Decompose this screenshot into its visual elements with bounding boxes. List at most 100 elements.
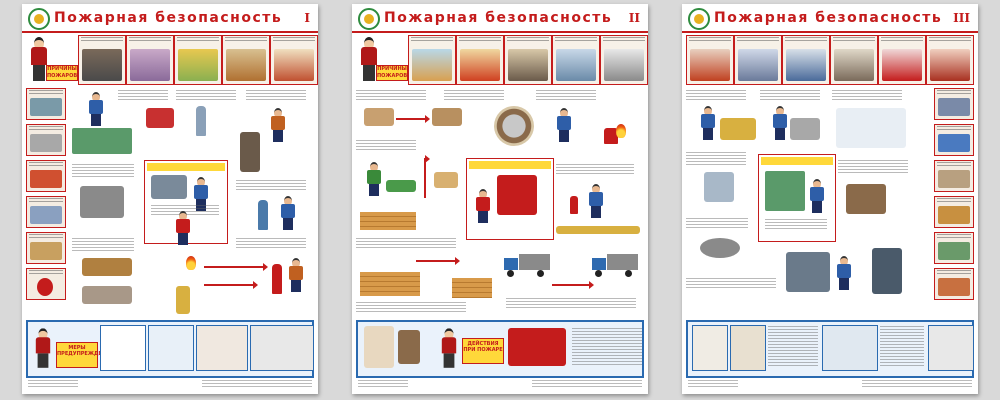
- manhole-illustration: [700, 238, 740, 258]
- text-block: [356, 90, 426, 100]
- poster-title: Пожарная безопасность: [54, 10, 283, 26]
- gas-cylinder-illustration: [258, 200, 268, 230]
- prevention-panel: МЕРЫ ПРЕДУПРЕЖДЕНИЯ: [26, 320, 314, 378]
- causes-row: ПРИЧИНЫ ПОЖАРОВ: [26, 35, 318, 85]
- poster-number: I: [304, 11, 310, 25]
- worker-illustration: [280, 196, 296, 230]
- text-block: [444, 90, 504, 100]
- cause-tile: [504, 35, 552, 85]
- machinery-illustration: [72, 128, 132, 154]
- extinguisher-icon: [570, 196, 578, 214]
- poster-3: Пожарная безопасность III: [682, 4, 978, 394]
- text-block: [246, 90, 306, 100]
- rule-icon: [26, 268, 66, 300]
- fireman-illustration: [33, 328, 53, 368]
- text-block: [356, 140, 416, 152]
- electrical-illustration: [846, 184, 886, 214]
- safety-tile: [822, 325, 878, 371]
- pipe-illustration: [556, 226, 640, 234]
- generator-illustration: [786, 252, 830, 292]
- cause-tile: [686, 35, 734, 85]
- oven-illustration: [80, 186, 124, 218]
- door-illustration: [364, 326, 394, 368]
- causes-sign: ПРИЧИНЫ ПОЖАРОВ: [46, 65, 78, 81]
- house-illustration: [434, 172, 458, 188]
- rule-icon: [934, 124, 974, 156]
- rule-icon: [26, 232, 66, 264]
- worker-illustration: [772, 106, 788, 140]
- distance-arrow: [552, 281, 594, 289]
- text-block: [686, 152, 746, 166]
- poster-2: Пожарная безопасность II ПРИЧИНЫ ПОЖАРОВ: [352, 4, 648, 394]
- highlight-box: [758, 154, 836, 242]
- flame-icon: [616, 124, 626, 138]
- cause-tile: [126, 35, 174, 85]
- safety-tile: [692, 325, 728, 371]
- cause-tile: [456, 35, 504, 85]
- emblem-icon: [28, 8, 50, 30]
- emblem-icon: [688, 8, 710, 30]
- highlight-box: [466, 158, 554, 240]
- poster-footer: [358, 378, 642, 390]
- cause-tile: [408, 35, 456, 85]
- truck-illustration: [592, 254, 638, 277]
- cause-tile: [878, 35, 926, 85]
- door-illustration: [398, 330, 420, 364]
- text-block: [236, 238, 306, 248]
- poster-number: II: [628, 11, 640, 25]
- poster-title: Пожарная безопасность: [714, 10, 943, 26]
- prevention-tile: [148, 325, 194, 371]
- poster-body: [26, 88, 314, 318]
- text-block: [506, 298, 636, 310]
- rule-icon: [26, 160, 66, 192]
- text-block: [356, 238, 456, 248]
- fire-actions-sign: ДЕЙСТВИЯ ПРИ ПОЖАРЕ: [462, 338, 504, 364]
- tools-illustration: [82, 286, 132, 304]
- evacuation-sign: [508, 328, 566, 366]
- divider: [682, 31, 978, 33]
- worker-illustration: [700, 106, 716, 140]
- machine-illustration: [790, 118, 820, 140]
- text-block: [686, 278, 776, 290]
- cause-tile: [78, 35, 126, 85]
- wall-illustration: [240, 132, 260, 172]
- distance-arrow: [396, 115, 430, 123]
- text-block: [536, 90, 596, 100]
- worker-illustration: [556, 108, 572, 142]
- poster-header: Пожарная безопасность I: [22, 4, 318, 32]
- worker-illustration: [588, 184, 604, 218]
- worker-illustration: [366, 162, 382, 196]
- text-block: [832, 90, 902, 102]
- distance-arrow: [204, 281, 258, 289]
- gas-cylinder-illustration: [272, 264, 282, 294]
- text-block: [838, 160, 908, 174]
- rule-icon: [934, 160, 974, 192]
- rule-icon: [934, 232, 974, 264]
- grass-illustration: [386, 180, 416, 192]
- worker-illustration: [270, 108, 286, 142]
- saw-illustration: [494, 106, 534, 146]
- text-block: [176, 90, 236, 100]
- poster-header: Пожарная безопасность III: [682, 4, 978, 32]
- poster-body: [356, 88, 644, 318]
- safety-tile: [730, 325, 766, 371]
- text-block: [118, 90, 168, 102]
- fireman-illustration: [28, 37, 50, 81]
- wiring-illustration: [836, 108, 906, 148]
- cause-tile: [926, 35, 974, 85]
- building-illustration: [432, 108, 462, 126]
- prevention-sign: МЕРЫ ПРЕДУПРЕЖДЕНИЯ: [56, 342, 114, 368]
- fire-actions-panel: ДЕЙСТВИЯ ПРИ ПОЖАРЕ: [356, 320, 644, 378]
- prevention-tile: [250, 325, 314, 371]
- spray-illustration: [704, 172, 734, 202]
- text-block: [768, 326, 818, 366]
- text-block: [686, 90, 746, 102]
- cause-tile: [552, 35, 600, 85]
- flame-icon: [186, 256, 196, 270]
- text-block: [236, 180, 306, 192]
- safety-panel: [686, 320, 974, 378]
- prevention-tile: [100, 325, 146, 371]
- poster-header: Пожарная безопасность II: [352, 4, 648, 32]
- worker-illustration: [88, 92, 104, 126]
- rule-icon: [934, 268, 974, 300]
